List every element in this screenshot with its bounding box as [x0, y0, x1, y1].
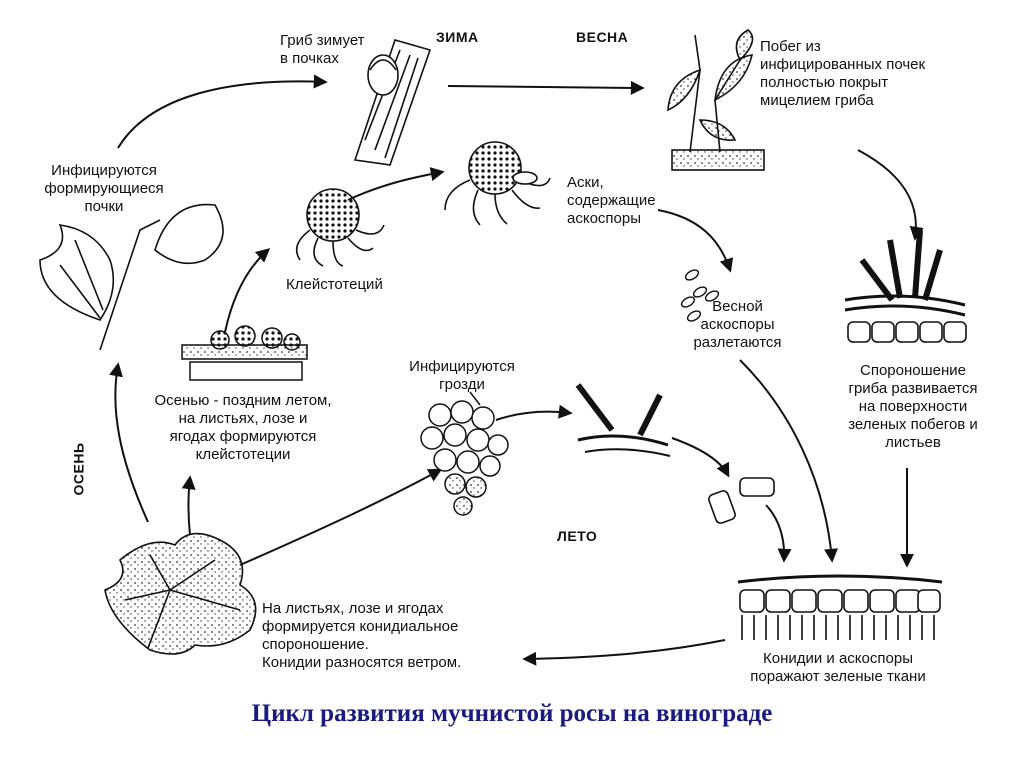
infected-shoot-illustration [667, 29, 765, 171]
label-fungus-winters: Гриб зимует в почках [280, 32, 365, 67]
label-buds-infected: Инфицируются формирующиеся почки [44, 162, 164, 215]
arrow-winter-to-spring [447, 80, 645, 95]
label-sporulation: Спороношение гриба развивается на поверх… [848, 362, 978, 451]
season-summer: ЛЕТО [557, 528, 598, 544]
season-autumn: ОСЕНЬ [70, 442, 87, 496]
label-ascospores-spring: Весной аскоспоры разлетаются [693, 298, 782, 351]
arrow-autumn-to-winter [117, 74, 328, 149]
budding-leaf-illustration [39, 203, 224, 351]
grape-cluster-illustration [420, 391, 509, 516]
label-autumn-cleistothecia: Осенью - поздним летом, на листьях, лозе… [154, 392, 332, 463]
arrow-clusters-to-hyphae [495, 404, 573, 421]
label-green-tissues: Конидии и аскоспоры поражают зеленые тка… [750, 650, 926, 685]
arrow-hyphae-to-conidia [671, 437, 730, 478]
arrow-conidia-to-tissues [765, 504, 792, 563]
asci-illustration [444, 141, 551, 226]
autumn-cleistothecia-illustration [181, 325, 308, 381]
label-shoot-infected: Побег из инфицированных почек полностью … [760, 38, 926, 109]
arrow-tissues-to-leaf [522, 639, 726, 666]
bud-illustration [353, 39, 432, 166]
sporulation-tissue-illustration [844, 229, 967, 343]
arrow-cleisto-to-asci [347, 167, 445, 201]
label-cleistothecium: Клейстотеций [286, 276, 383, 293]
diagram-title: Цикл развития мучнистой росы на виноград… [251, 700, 773, 727]
arrow-ascospores-to-tissues [739, 359, 838, 563]
arrow-leaf-to-autumn-cleisto [181, 475, 196, 536]
summer-hyphae-illustration [575, 383, 671, 457]
season-winter: ЗИМА [436, 29, 479, 45]
arrow-leaf-to-clusters [239, 468, 443, 566]
arrow-leaf-to-buds [109, 362, 149, 523]
arrow-autumn-to-cleisto [224, 248, 271, 333]
ascospores-illustration [680, 269, 720, 322]
season-spring: ВЕСНА [576, 29, 629, 45]
infected-tissue-illustration [737, 574, 943, 640]
label-asci: Аски, содержащие аскоспоры [567, 174, 656, 227]
label-clusters-infected: Инфицируются грозди [409, 358, 515, 393]
arrow-asci-to-ascospores [657, 209, 734, 273]
conidia-illustration [708, 477, 775, 524]
infected-leaf-illustration [104, 532, 257, 655]
arrow-spring-to-sporulation [857, 149, 924, 241]
label-conidial-sporulation: На листьях, лозе и ягодах формируется ко… [262, 600, 462, 671]
cleistothecium-illustration [295, 188, 385, 267]
